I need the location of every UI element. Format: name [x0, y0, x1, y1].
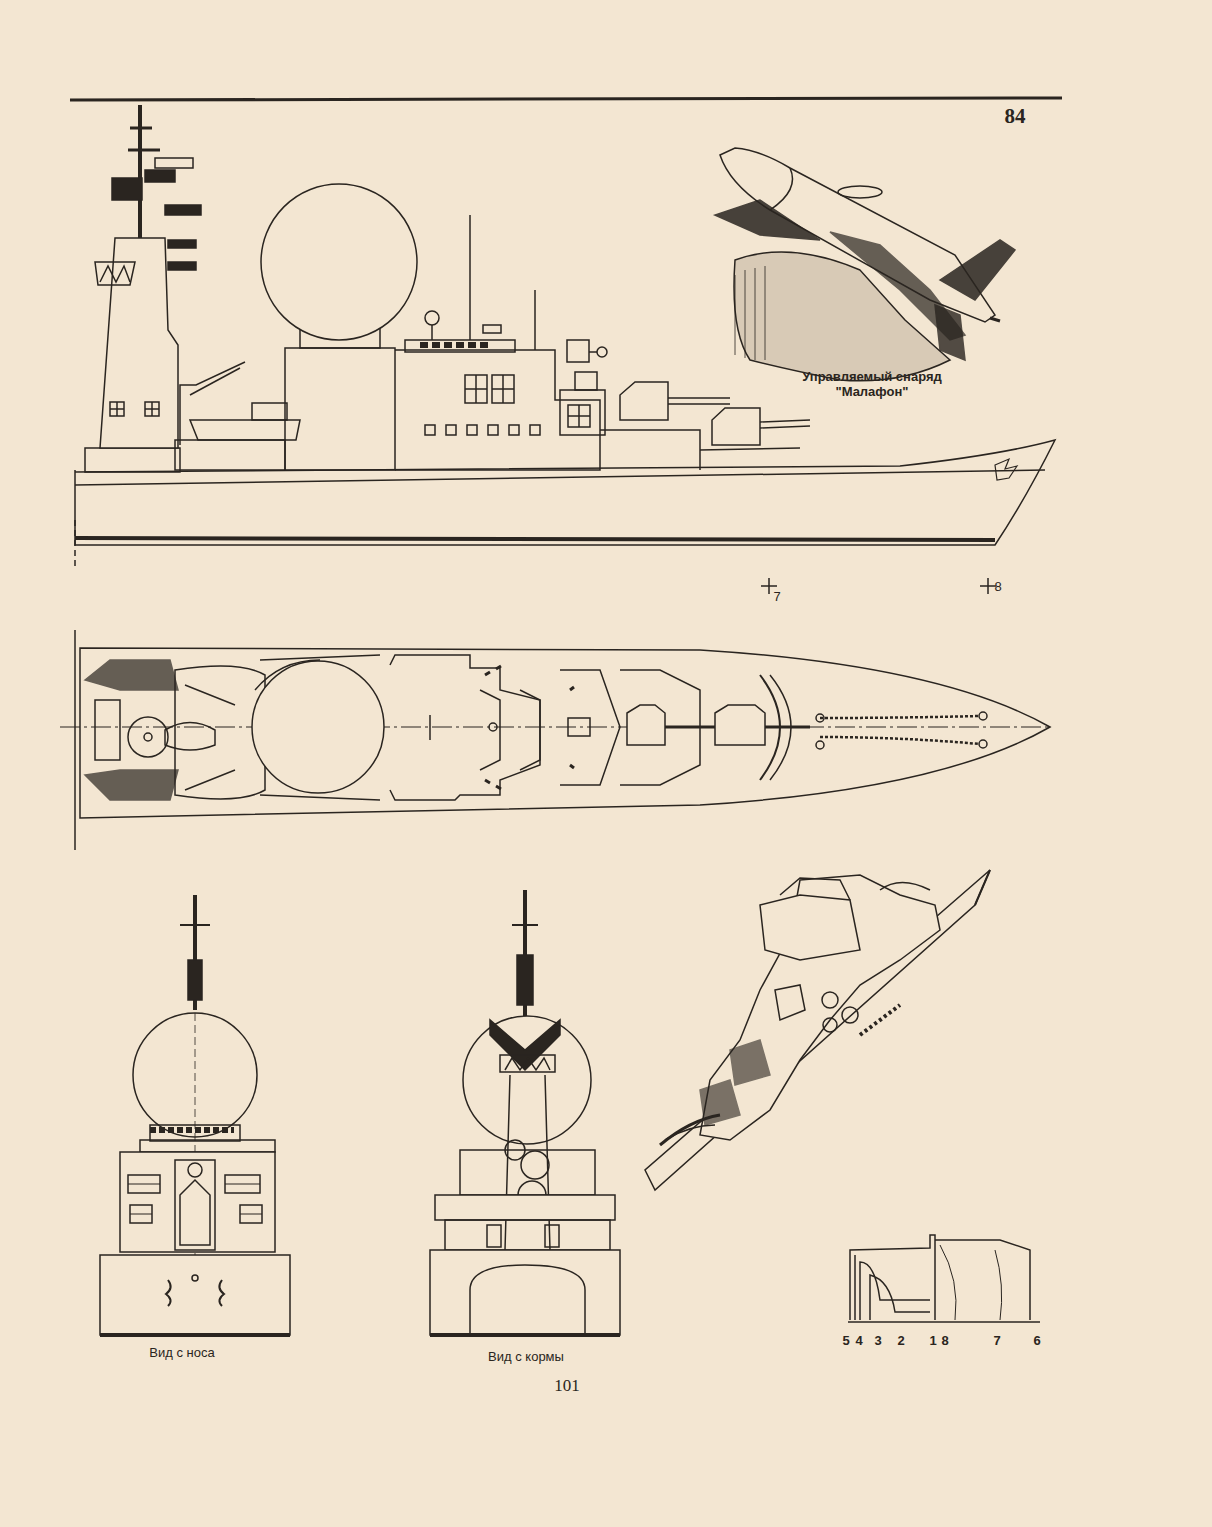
plan-view [60, 630, 1050, 850]
missile-caption: Управляемый снаряд "Малафон" [782, 370, 962, 400]
page-number: 84 [1005, 104, 1026, 128]
section-detail [848, 1235, 1040, 1322]
stern-view [430, 890, 620, 1335]
view-caption: Вид с кормы [488, 1350, 564, 1365]
callout-number: 6 [1033, 1334, 1040, 1349]
frame-number: 8 [994, 580, 1001, 595]
callout-number: 5 [842, 1334, 849, 1349]
folio-number: 101 [554, 1376, 580, 1396]
callout-number: 1 [929, 1334, 936, 1349]
callout-number: 8 [941, 1334, 948, 1349]
frame-number: 7 [773, 590, 780, 605]
frame-marks [761, 578, 996, 594]
view-caption: Вид с носа [149, 1346, 214, 1361]
isometric-view [645, 870, 990, 1190]
callout-number: 2 [897, 1334, 904, 1349]
malafon-missile [715, 148, 1015, 381]
side-view [75, 105, 1055, 570]
callout-number: 3 [874, 1334, 881, 1349]
callout-number: 4 [855, 1334, 862, 1349]
callout-number: 7 [993, 1334, 1000, 1349]
bow-view [100, 895, 290, 1335]
